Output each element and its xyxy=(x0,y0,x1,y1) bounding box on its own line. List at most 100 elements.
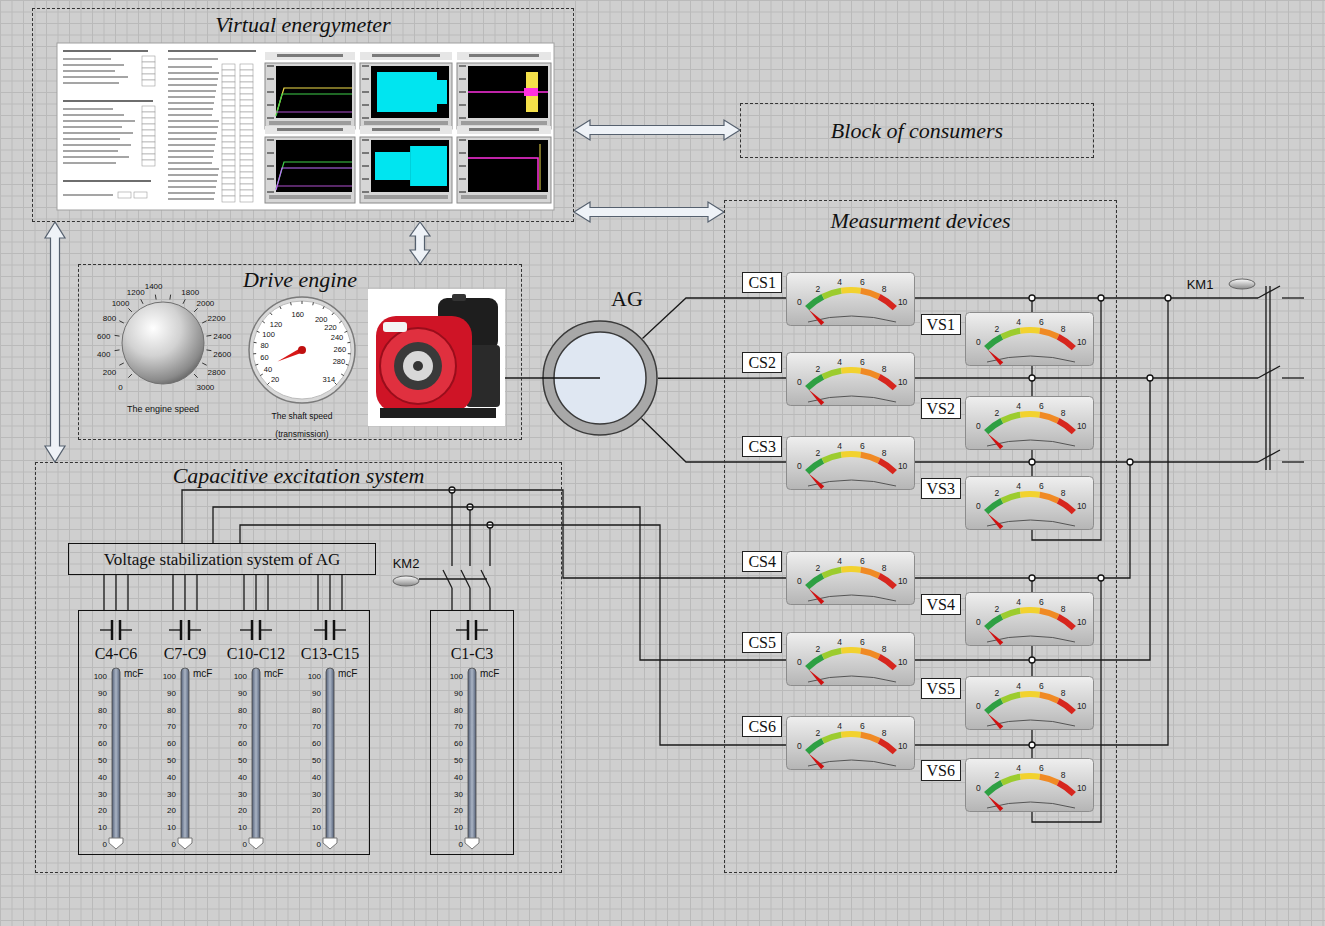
scale-number: 8 xyxy=(882,563,887,573)
scale-number: 160 xyxy=(291,310,304,319)
wire xyxy=(213,507,786,660)
text-holder: 6 xyxy=(860,631,865,649)
scale-band xyxy=(860,452,880,464)
gauge-tick xyxy=(255,364,258,366)
meter-needle xyxy=(988,714,1004,730)
chart-title-line xyxy=(372,54,440,57)
scale-band xyxy=(1020,773,1040,780)
wire xyxy=(451,490,452,566)
scale-number: 1800 xyxy=(181,288,199,297)
switch-link xyxy=(1269,286,1270,470)
input-box xyxy=(142,68,155,74)
label-holder: 80 xyxy=(238,699,247,717)
text-holder: 2 xyxy=(815,358,820,376)
scale-number: 4 xyxy=(837,556,842,566)
scale-number: 70 xyxy=(98,722,107,731)
input-box xyxy=(222,82,235,88)
panel-region: Voltage stabilization system of AGC4-C6C… xyxy=(35,462,562,873)
region-title: Capacitive excitation system xyxy=(173,463,425,488)
axis-tick xyxy=(267,117,274,119)
scale-band xyxy=(805,294,824,310)
scale-band xyxy=(821,732,841,744)
label-holder: 30 xyxy=(167,783,176,801)
junction-dot xyxy=(1029,295,1035,301)
label-holder: 40 xyxy=(98,766,107,784)
meter-face xyxy=(786,716,915,770)
text-line xyxy=(168,162,212,164)
scale-number: 50 xyxy=(238,756,247,765)
text-holder: 2 xyxy=(994,318,999,336)
scale-number: 0 xyxy=(976,501,981,511)
chart-title-line xyxy=(469,128,539,131)
label-holder: 2400 xyxy=(213,325,231,343)
scale-number: 2 xyxy=(815,448,820,458)
scale-band xyxy=(984,418,1003,434)
tank-cap xyxy=(452,294,466,301)
scale-band xyxy=(1000,774,1020,786)
text-holder: 2 xyxy=(815,722,820,740)
label-holder: 2000 xyxy=(197,292,215,310)
axis-tick xyxy=(362,65,369,67)
scale-number: 2 xyxy=(994,408,999,418)
text-line xyxy=(168,72,219,74)
axis-tick xyxy=(267,104,274,106)
capacitor-label: C4-C6 xyxy=(95,645,138,662)
meter-gauge: CS60246810 xyxy=(786,716,915,770)
fan-cover xyxy=(380,328,456,404)
scale-band xyxy=(841,451,861,458)
junction-dot xyxy=(1098,295,1104,301)
scale-number: 2800 xyxy=(208,368,226,377)
axis-tick xyxy=(459,178,466,180)
scale-number: 2 xyxy=(994,604,999,614)
screen-panel xyxy=(57,43,554,210)
label-holder: 10 xyxy=(454,816,463,834)
label-holder: 20 xyxy=(312,799,321,817)
text-holder: 2 xyxy=(815,638,820,656)
scale-band xyxy=(841,731,861,738)
label-holder: 70 xyxy=(98,715,107,733)
text-holder: VS6 xyxy=(921,760,961,781)
scale-number: 70 xyxy=(454,722,463,731)
label-holder: 70 xyxy=(238,715,247,733)
scale-number: 90 xyxy=(238,689,247,698)
toggle-switch xyxy=(1229,279,1255,289)
scale-number: 70 xyxy=(167,722,176,731)
panel-region: CS10246810VS10246810CS20246810VS20246810… xyxy=(724,200,1117,873)
engine-housing xyxy=(376,316,472,412)
capacitor-label: C13-C15 xyxy=(301,645,360,662)
scale-band xyxy=(1057,418,1076,434)
scale-number: 10 xyxy=(454,823,463,832)
scale-band xyxy=(1000,412,1020,424)
axis-tick xyxy=(459,78,466,80)
wire xyxy=(317,575,318,610)
wire xyxy=(329,575,330,610)
scale-number: 50 xyxy=(167,756,176,765)
text-holder: 6 xyxy=(1039,675,1044,693)
meter-label: CS2 xyxy=(742,352,782,373)
axis-tick xyxy=(459,117,466,119)
label-holder: 240 xyxy=(331,326,344,344)
meter-face xyxy=(965,312,1094,366)
input-box xyxy=(240,64,253,70)
text-holder: CS5 xyxy=(742,632,782,653)
slider-track xyxy=(181,668,189,846)
scale-number: 2600 xyxy=(213,350,231,359)
label-holder: 80 xyxy=(312,699,321,717)
label-holder: 80 xyxy=(98,699,107,717)
label-holder: 90 xyxy=(167,682,176,700)
scale-number: 0 xyxy=(797,741,802,751)
text-holder: 10 xyxy=(898,371,907,389)
scale-number: 10 xyxy=(898,657,907,667)
scale-band xyxy=(1039,774,1059,786)
capacitor-plate xyxy=(325,620,328,640)
text-holder: 6 xyxy=(860,550,865,568)
scale-band xyxy=(878,374,897,390)
scale-band xyxy=(805,573,824,589)
scale-number: 80 xyxy=(98,706,107,715)
energymeter-screenshot xyxy=(57,43,554,210)
scale-band xyxy=(1039,412,1059,424)
meter-face xyxy=(786,272,915,326)
scale-number: 10 xyxy=(1077,421,1086,431)
scale-band xyxy=(841,647,861,654)
axis-tick xyxy=(362,104,369,106)
